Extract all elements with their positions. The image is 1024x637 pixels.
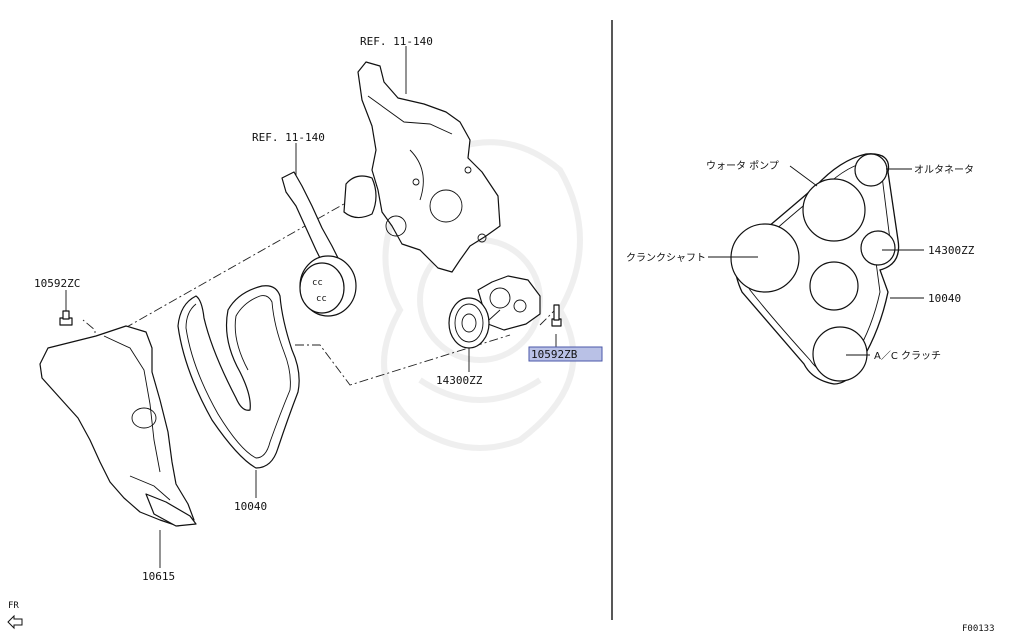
bolt-10592zc	[59, 310, 73, 326]
fr-arrow-icon	[7, 614, 23, 630]
tensioner-assembly	[448, 275, 541, 349]
drive-belt	[177, 285, 300, 469]
belt-routing-diagram	[708, 153, 924, 385]
svg-text:cc: cc	[312, 278, 323, 288]
water-pump-pulley: cc cc	[299, 255, 357, 317]
engine-front-case	[357, 61, 501, 273]
bolt-10592zb	[551, 304, 562, 327]
label-ref-lower: REF. 11-140	[252, 131, 325, 144]
label-crankshaft[interactable]: クランクシャフト	[626, 252, 706, 264]
label-ac-clutch[interactable]: A／C クラッチ	[874, 350, 941, 362]
label-cover[interactable]: 10615	[142, 570, 175, 583]
leaders-left	[65, 46, 557, 568]
label-tensioner[interactable]: 14300ZZ	[436, 374, 483, 387]
timing-cover-10615	[39, 325, 197, 527]
label-fr-marker: FR	[8, 601, 19, 611]
figure-code: F00133	[962, 624, 995, 634]
label-belt[interactable]: 10040	[234, 500, 267, 513]
highlight-box-10592zb	[528, 346, 603, 362]
label-ref-upper: REF. 11-140	[360, 35, 433, 48]
label-alternator[interactable]: オルタネータ	[914, 164, 974, 176]
label-bolt-10592zb[interactable]: 10592ZB	[531, 348, 578, 361]
svg-text:cc: cc	[316, 294, 327, 304]
label-routing-belt[interactable]: 10040	[928, 292, 961, 305]
label-routing-tensioner[interactable]: 14300ZZ	[928, 244, 975, 257]
label-bolt-10592zc[interactable]: 10592ZC	[34, 277, 80, 290]
label-water-pump[interactable]: ウォータ ポンプ	[706, 160, 779, 172]
